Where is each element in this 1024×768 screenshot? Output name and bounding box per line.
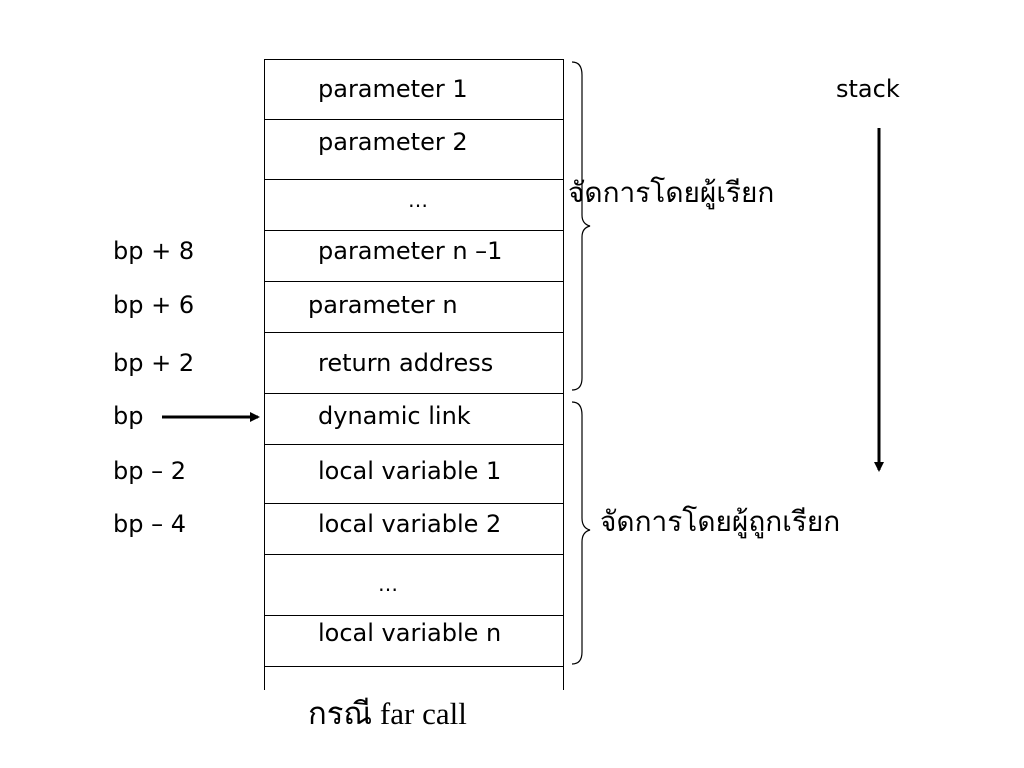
- row-divider: [265, 503, 563, 504]
- stack-cell-return-address: return address: [318, 349, 494, 377]
- stack-frame-table: [264, 59, 564, 690]
- row-divider: [265, 393, 563, 394]
- stack-direction-label: stack: [836, 75, 900, 103]
- stack-cell-local-variable-1: local variable 1: [318, 457, 502, 485]
- callee-brace: [571, 401, 591, 665]
- stack-cell-local-variable-n: local variable n: [318, 619, 502, 647]
- row-divider: [265, 119, 563, 120]
- stack-cell-parameter-n-minus-1: parameter n –1: [318, 237, 503, 265]
- stack-cell-parameter-n: parameter n: [308, 291, 458, 319]
- row-divider: [265, 444, 563, 445]
- offset-label-bp-plus-8: bp + 8: [113, 237, 195, 265]
- row-divider: [265, 615, 563, 616]
- stack-cell-local-variable-2: local variable 2: [318, 510, 502, 538]
- stack-cell-dynamic-link: dynamic link: [318, 402, 471, 430]
- callee-managed-label: จัดการโดยผู้ถูกเรียก: [600, 505, 841, 538]
- stack-cell-parameter-2: parameter 2: [318, 128, 468, 156]
- caller-managed-label: จัดการโดยผู้เรียก: [568, 176, 775, 209]
- stack-cell-ellipsis-params: …: [408, 188, 428, 212]
- row-divider: [265, 281, 563, 282]
- offset-label-bp-plus-2: bp + 2: [113, 349, 195, 377]
- row-divider: [265, 179, 563, 180]
- caller-brace: [571, 61, 591, 391]
- offset-label-bp-minus-2: bp – 2: [113, 457, 186, 485]
- stack-cell-parameter-1: parameter 1: [318, 75, 468, 103]
- stack-cell-ellipsis-locals: …: [378, 572, 398, 596]
- row-divider: [265, 332, 563, 333]
- offset-label-bp: bp: [113, 402, 144, 430]
- offset-label-bp-plus-6: bp + 6: [113, 291, 195, 319]
- offset-label-bp-minus-4: bp – 4: [113, 510, 186, 538]
- row-divider: [265, 230, 563, 231]
- row-divider: [265, 666, 563, 667]
- row-divider: [265, 554, 563, 555]
- caption-far-call: กรณี far call: [308, 696, 467, 731]
